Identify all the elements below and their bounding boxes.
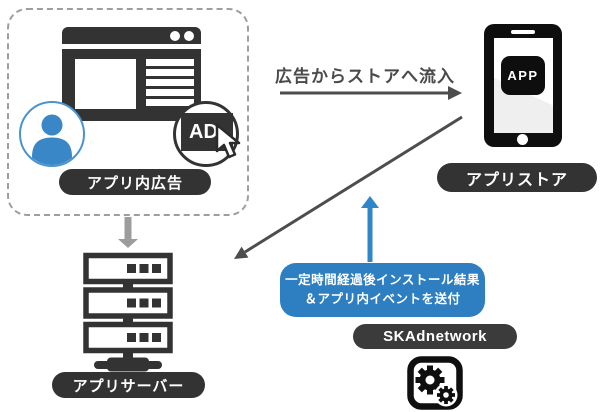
user-avatar-icon bbox=[19, 101, 85, 167]
callout-line2: ＆アプリ内イベントを送付 bbox=[304, 292, 461, 306]
ad-text: AD bbox=[189, 120, 218, 143]
arrow-skadnetwork-to-store bbox=[361, 196, 379, 262]
cursor-icon bbox=[215, 123, 241, 159]
phone-home-button-icon bbox=[517, 134, 528, 145]
browser-titlebar bbox=[62, 27, 201, 44]
arrow-store-to-server bbox=[234, 115, 463, 259]
skad-postback-callout: 一定時間経過後インストール結果 ＆アプリ内イベントを送付 bbox=[280, 263, 485, 317]
browser-text-lines bbox=[146, 59, 194, 109]
gears-icon bbox=[407, 356, 463, 410]
phone-screen: APP bbox=[494, 38, 553, 133]
in-app-ad-label: アプリ内広告 bbox=[59, 169, 211, 195]
in-app-ad-panel: AD アプリ内広告 bbox=[7, 8, 249, 216]
skadnetwork-label: SKAdnetwork bbox=[353, 324, 517, 349]
app-store-phone-icon: APP bbox=[484, 24, 562, 147]
browser-dot-icon bbox=[184, 30, 194, 41]
browser-content bbox=[62, 49, 201, 121]
arrow-adbox-to-server bbox=[118, 217, 138, 248]
server-icon bbox=[83, 252, 173, 372]
app-store-label: アプリストア bbox=[437, 163, 597, 192]
arrow-ad-to-store bbox=[280, 86, 462, 100]
browser-content-box bbox=[75, 59, 136, 109]
browser-window-icon bbox=[62, 27, 201, 127]
ad-badge-icon: AD bbox=[173, 101, 241, 167]
browser-dot-icon bbox=[170, 30, 180, 41]
phone-speaker bbox=[511, 30, 535, 34]
app-server-label: アプリサーバー bbox=[52, 372, 205, 398]
flow-ad-to-store-label: 広告からストアへ流入 bbox=[275, 67, 455, 86]
callout-line1: 一定時間経過後インストール結果 bbox=[285, 273, 480, 287]
app-icon-text: APP bbox=[507, 68, 539, 83]
app-icon: APP bbox=[501, 56, 545, 95]
